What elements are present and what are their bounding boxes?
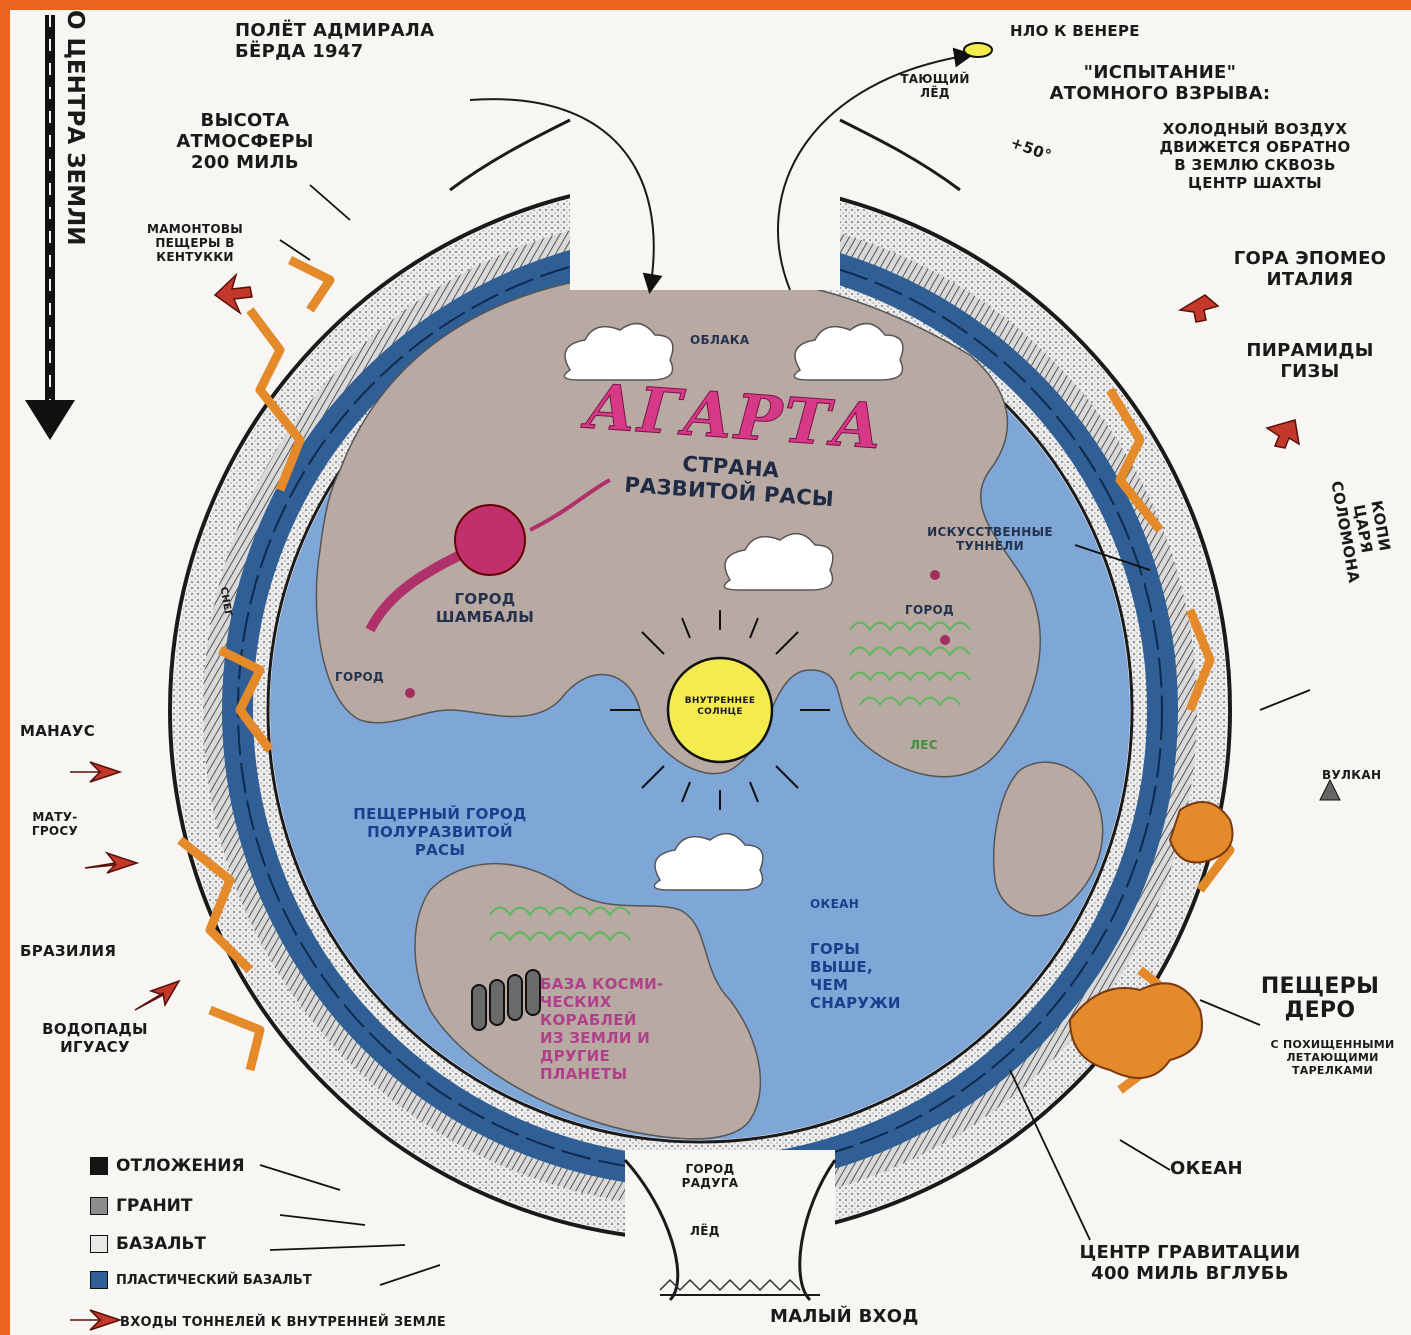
label-ocean-outer: ОКЕАН: [1170, 1158, 1243, 1179]
hollow-earth-diagram: [10, 10, 1411, 1335]
side-arrow-label: О ЦЕНТРА ЗЕМЛИ: [62, 10, 88, 246]
legend-swatch: [90, 1235, 108, 1253]
label-city-left: ГОРОД: [335, 670, 384, 684]
legend-label: ГРАНИТ: [116, 1196, 193, 1216]
label-manaus: МАНАУС: [20, 722, 95, 740]
legend-swatch: [90, 1157, 108, 1175]
label-cave-city: ПЕЩЕРНЫЙ ГОРОД ПОЛУРАЗВИТОЙ РАСЫ: [320, 805, 560, 859]
label-melting-ice: ТАЮЩИЙ ЛЁД: [880, 72, 990, 100]
label-volcano: ВУЛКАН: [1322, 768, 1381, 782]
legend-item: БАЗАЛЬТ: [90, 1234, 206, 1254]
label-brasilia: БРАЗИЛИЯ: [20, 942, 116, 960]
legend-swatch: [90, 1197, 108, 1215]
label-spaceship-base: БАЗА КОСМИ- ЧЕСКИХ КОРАБЛЕЙ ИЗ ЗЕМЛИ И Д…: [540, 975, 664, 1083]
legend-swatch: [90, 1271, 108, 1289]
label-mountains: ГОРЫ ВЫШЕ, ЧЕМ СНАРУЖИ: [810, 940, 901, 1012]
label-tunnel-entrances: ВХОДЫ ТОННЕЛЕЙ К ВНУТРЕННЕЙ ЗЕМЛЕ: [120, 1316, 446, 1330]
label-shambala: ГОРОД ШАМБАЛЫ: [410, 590, 560, 626]
label-ufo-venus: НЛО К ВЕНЕРЕ: [1010, 22, 1140, 40]
legend-item: ОТЛОЖЕНИЯ: [90, 1156, 245, 1176]
label-clouds: ОБЛАКА: [690, 333, 750, 347]
label-iguazu: ВОДОПАДЫ ИГУАСУ: [15, 1020, 175, 1056]
legend-item: ГРАНИТ: [90, 1196, 193, 1216]
label-city-right: ГОРОД: [905, 603, 954, 617]
label-giza: ПИРАМИДЫ ГИЗЫ: [1230, 340, 1390, 382]
label-mato-grosso: МАТУ- ГРОСУ: [15, 810, 95, 838]
city-dot: [940, 635, 950, 645]
label-rainbow-city: ГОРОД РАДУГА: [670, 1162, 750, 1190]
city-dot: [930, 570, 940, 580]
label-epomeo: ГОРА ЭПОМЕО ИТАЛИЯ: [1210, 248, 1410, 290]
volcano-icon: [1320, 780, 1340, 800]
ufo-icon: [964, 43, 992, 57]
label-small-entrance: МАЛЫЙ ВХОД: [770, 1306, 919, 1327]
label-dero-caves: ПЕЩЕРЫ ДЕРО: [1260, 975, 1380, 1023]
legend-label: ОТЛОЖЕНИЯ: [116, 1156, 245, 1176]
label-mammoth-caves: МАМОНТОВЫ ПЕЩЕРЫ В КЕНТУККИ: [120, 222, 270, 264]
legend-item: ПЛАСТИЧЕСКИЙ БАЗАЛЬТ: [90, 1270, 312, 1290]
label-atomic-test: "ИСПЫТАНИЕ" АТОМНОГО ВЗРЫВА:: [1040, 62, 1280, 104]
city-dot: [405, 688, 415, 698]
label-ocean-inner: ОКЕАН: [810, 897, 859, 911]
label-forest: ЛЕС: [910, 738, 938, 752]
label-ice: ЛЁД: [690, 1224, 720, 1238]
label-tunnels: ИСКУССТВЕННЫЕ ТУННЕЛИ: [905, 525, 1075, 553]
legend-label: ПЛАСТИЧЕСКИЙ БАЗАЛЬТ: [116, 1273, 312, 1288]
label-inner-sun: ВНУТРЕННЕЕ СОЛНЦЕ: [665, 696, 775, 718]
label-cold-air: ХОЛОДНЫЙ ВОЗДУХ ДВИЖЕТСЯ ОБРАТНО В ЗЕМЛЮ…: [1120, 120, 1390, 192]
label-byrd-flight: ПОЛЁТ АДМИРАЛА БЁРДА 1947: [235, 20, 434, 62]
legend-label: БАЗАЛЬТ: [116, 1234, 206, 1254]
label-dero-sub: С ПОХИЩЕННЫМИ ЛЕТАЮЩИМИ ТАРЕЛКАМИ: [1250, 1038, 1411, 1077]
label-gravity-center: ЦЕНТР ГРАВИТАЦИИ 400 МИЛЬ ВГЛУБЬ: [1050, 1242, 1330, 1284]
diagram-frame: О ЦЕНТРА ЗЕМЛИ АГАРТА СТРАНА РАЗВИТОЙ РА…: [10, 10, 1411, 1335]
label-atmosphere: ВЫСОТА АТМОСФЕРЫ 200 МИЛЬ: [150, 110, 340, 173]
